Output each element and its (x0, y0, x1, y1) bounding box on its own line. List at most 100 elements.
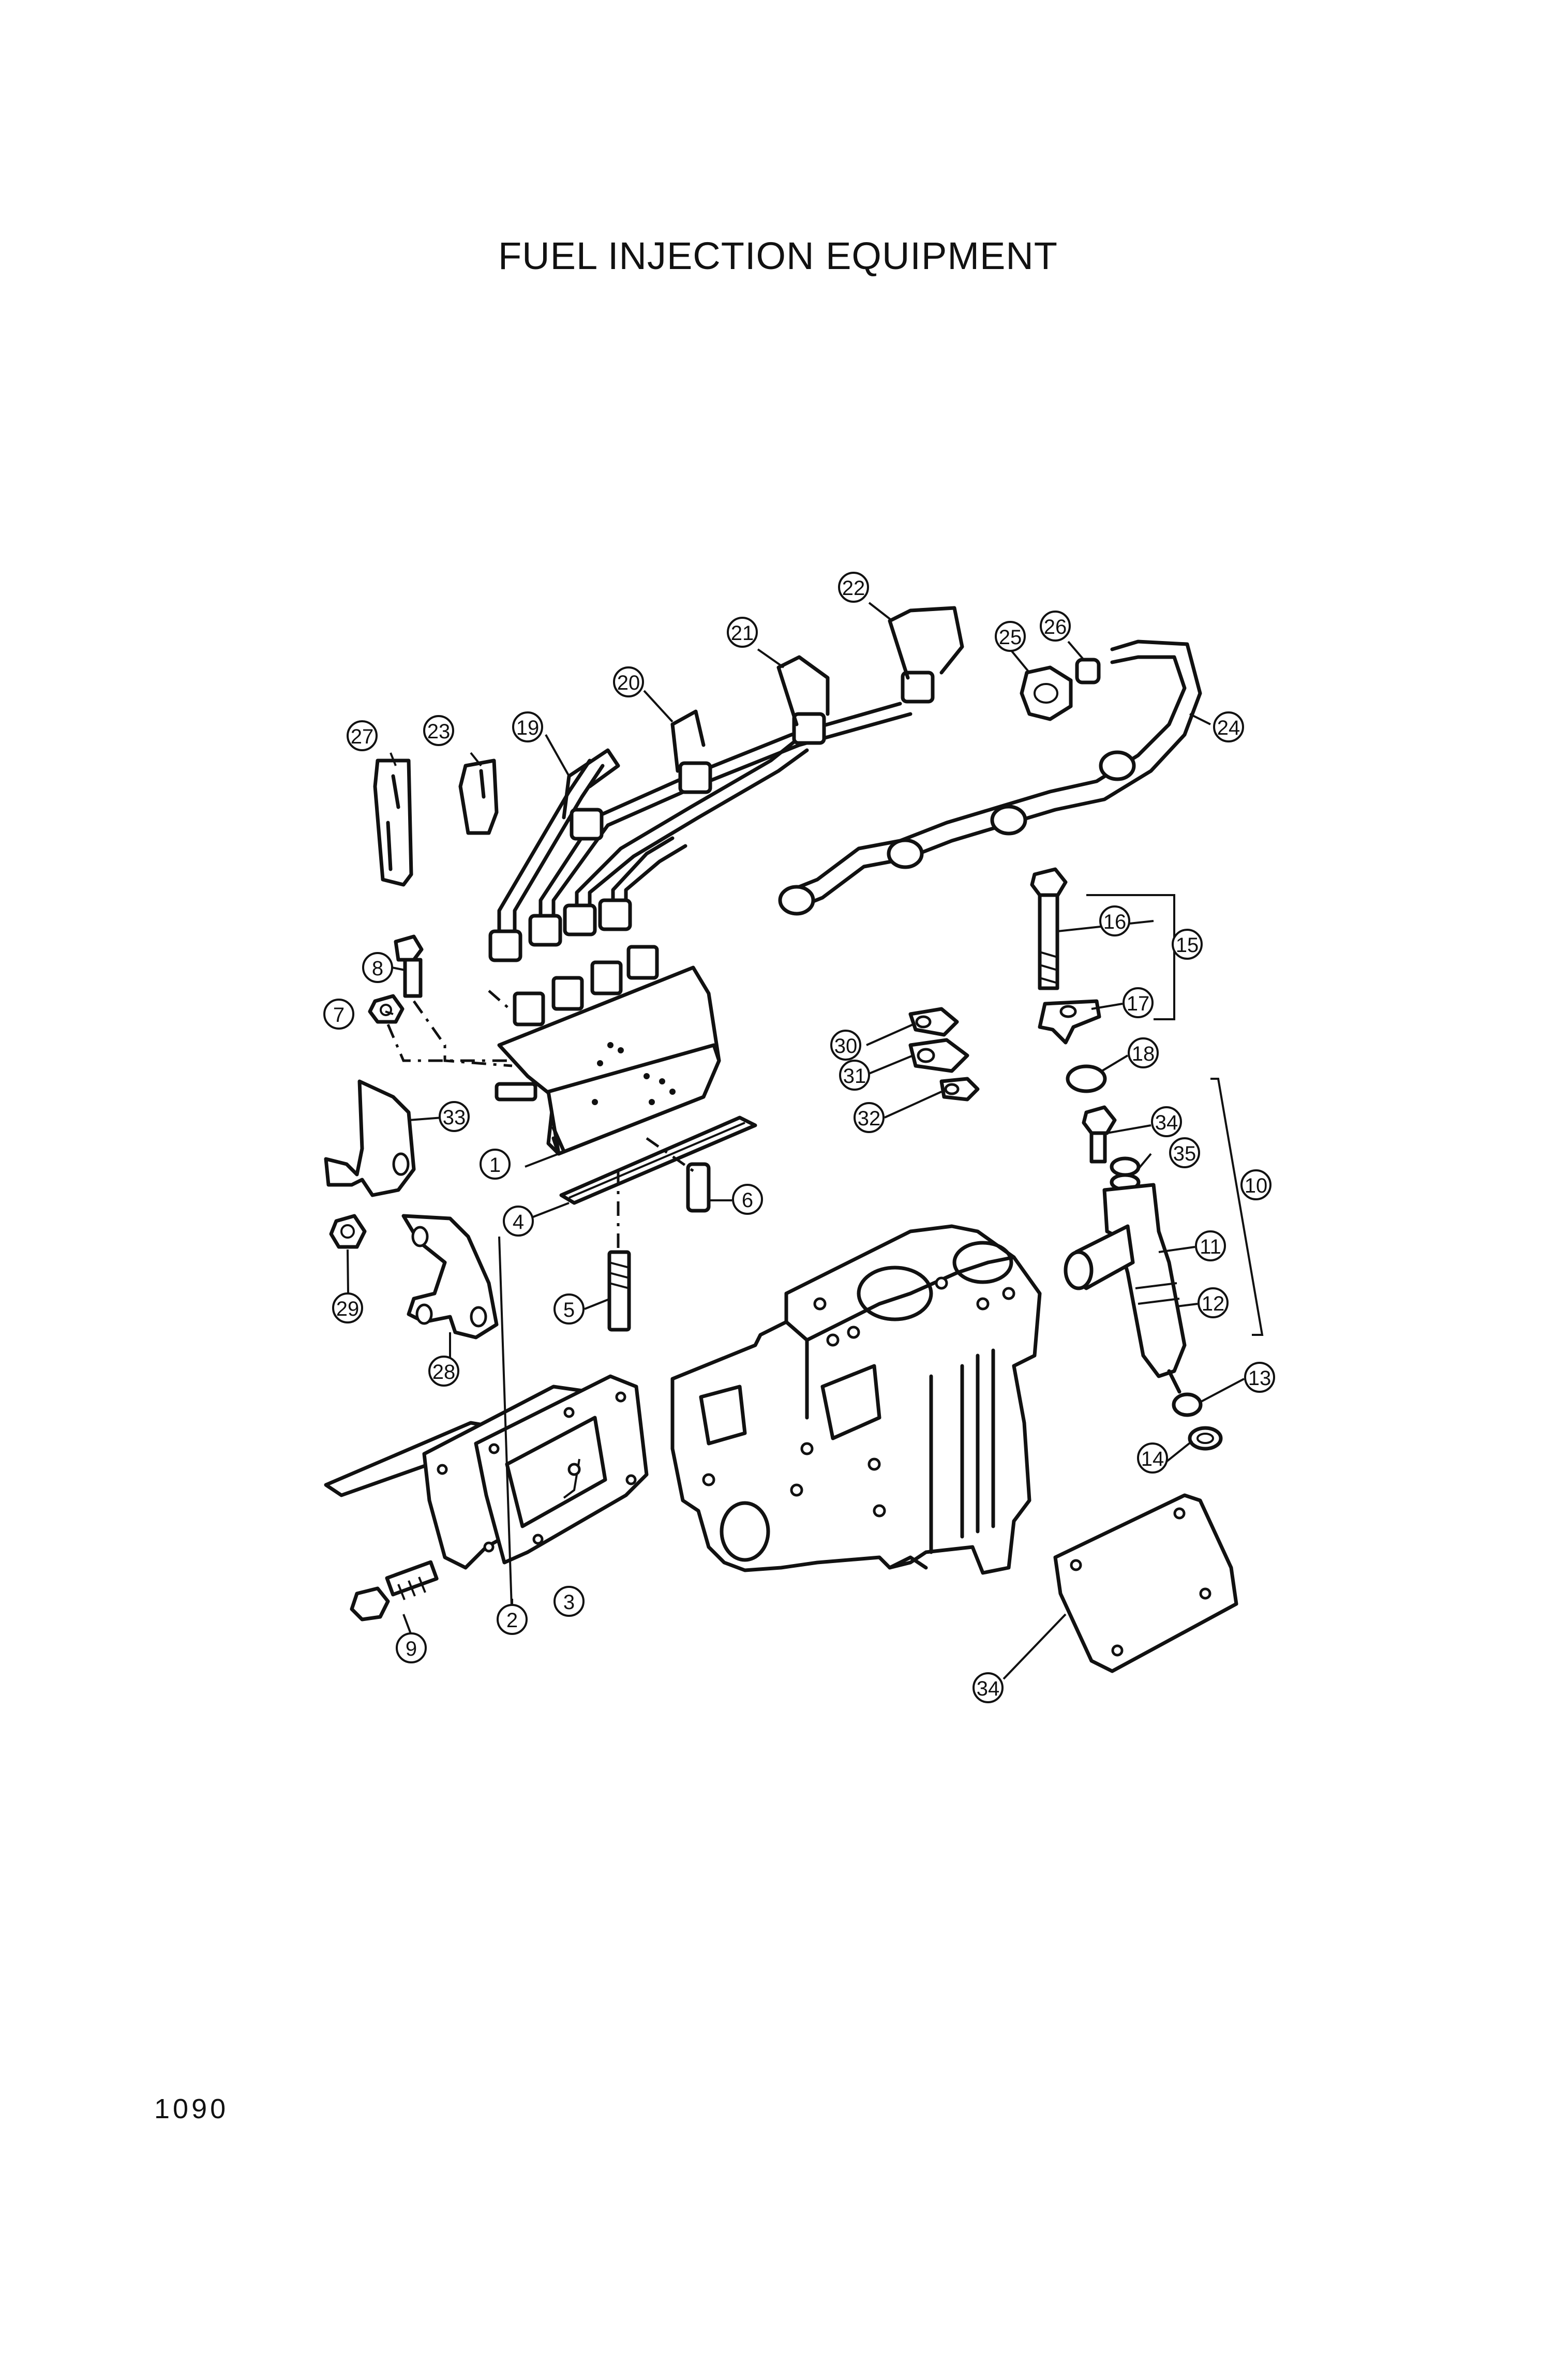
svg-text:17: 17 (1127, 992, 1150, 1015)
svg-text:2: 2 (506, 1609, 518, 1632)
callout-32: 32 (854, 1102, 885, 1133)
svg-text:30: 30 (834, 1035, 858, 1058)
leak-off-banjo (887, 838, 924, 869)
page-title: FUEL INJECTION EQUIPMENT (498, 234, 1058, 277)
svg-text:15: 15 (1176, 934, 1199, 957)
callout-27: 27 (347, 720, 378, 751)
pump-gasket (559, 1115, 757, 1205)
nut-29 (329, 1214, 367, 1249)
svg-text:21: 21 (731, 622, 754, 645)
callout-24: 24 (1213, 711, 1244, 742)
svg-text:18: 18 (1132, 1043, 1155, 1065)
washer-14 (1188, 1426, 1223, 1451)
nut-and-cap (1020, 658, 1101, 721)
svg-text:22: 22 (842, 577, 865, 600)
callout-13: 13 (1244, 1362, 1275, 1393)
sealing-ring-13 (1172, 1392, 1203, 1417)
svg-text:1: 1 (489, 1154, 501, 1177)
svg-text:35: 35 (1173, 1142, 1196, 1165)
pipe-nut (678, 761, 712, 794)
callout-6: 6 (732, 1184, 763, 1215)
leader-lines (347, 602, 1245, 1680)
stud (607, 1250, 631, 1332)
svg-text:12: 12 (1202, 1292, 1225, 1315)
cap-18 (1066, 1064, 1107, 1093)
callout-23: 23 (423, 715, 454, 746)
bracket-33 (324, 1079, 416, 1197)
svg-text:34: 34 (1155, 1111, 1178, 1134)
callout-3: 3 (553, 1586, 585, 1617)
svg-text:28: 28 (432, 1361, 456, 1384)
svg-text:8: 8 (372, 957, 383, 980)
pipe-nut (570, 808, 604, 841)
pipe-nut (528, 914, 562, 947)
callout-34-injector: 34 (1151, 1106, 1182, 1137)
brackets (373, 758, 499, 887)
callout-14: 14 (1137, 1442, 1168, 1474)
callout-26: 26 (1040, 611, 1071, 642)
callout-33: 33 (439, 1101, 470, 1132)
callout-1: 1 (480, 1149, 511, 1180)
svg-text:13: 13 (1248, 1367, 1271, 1390)
leak-off-banjo (990, 805, 1027, 836)
svg-text:25: 25 (999, 626, 1022, 649)
svg-text:20: 20 (617, 672, 640, 694)
svg-text:4: 4 (513, 1211, 524, 1233)
callout-17: 17 (1123, 987, 1154, 1018)
callout-10: 10 (1240, 1169, 1271, 1200)
callout-4: 4 (503, 1206, 534, 1237)
pipe-nut (563, 903, 597, 936)
banjo-washers (908, 1007, 980, 1102)
callout-20: 20 (613, 666, 644, 697)
svg-text:6: 6 (742, 1189, 753, 1212)
leak-off-banjo (778, 885, 815, 916)
svg-text:9: 9 (406, 1638, 417, 1660)
clamp-bolt (1030, 867, 1101, 1045)
callout-7: 7 (323, 999, 354, 1030)
svg-text:34: 34 (977, 1677, 1000, 1700)
callout-34-cover: 34 (972, 1672, 1004, 1703)
svg-text:3: 3 (563, 1591, 575, 1614)
svg-text:5: 5 (563, 1299, 575, 1321)
svg-text:33: 33 (443, 1106, 466, 1129)
svg-text:16: 16 (1103, 911, 1127, 933)
svg-text:31: 31 (843, 1065, 866, 1088)
svg-text:19: 19 (516, 717, 540, 739)
pipe-nut (792, 712, 826, 745)
callout-5: 5 (553, 1293, 585, 1325)
pipe-nut (598, 898, 632, 931)
svg-text:14: 14 (1141, 1448, 1164, 1470)
injection-pump (495, 945, 721, 1156)
svg-text:24: 24 (1217, 717, 1240, 739)
svg-text:27: 27 (351, 725, 374, 748)
svg-text:29: 29 (336, 1298, 360, 1320)
plates-and-bolt (324, 1374, 649, 1622)
callout-2: 2 (497, 1604, 528, 1635)
cylinder-block (670, 1224, 1042, 1575)
injection-pipes (488, 606, 1202, 962)
svg-text:7: 7 (333, 1004, 345, 1027)
bolt-and-nut-small (368, 934, 517, 1067)
svg-text:10: 10 (1245, 1174, 1268, 1197)
callout-29: 29 (332, 1292, 363, 1323)
callout-9: 9 (396, 1632, 427, 1663)
callout-12: 12 (1198, 1287, 1229, 1318)
callout-22: 22 (838, 572, 869, 603)
callout-25: 25 (995, 621, 1026, 652)
callout-19: 19 (512, 711, 543, 742)
dowel-pin (686, 1162, 711, 1213)
callout-35: 35 (1169, 1137, 1200, 1168)
callout-8: 8 (362, 952, 393, 983)
svg-text:26: 26 (1044, 616, 1067, 638)
bracket-28 (401, 1214, 499, 1340)
pipe-nut (901, 671, 935, 704)
injector-assembly (1064, 1105, 1187, 1394)
svg-text:32: 32 (858, 1107, 881, 1130)
callout-31: 31 (839, 1060, 870, 1091)
svg-text:23: 23 (427, 720, 451, 743)
callout-28: 28 (428, 1356, 459, 1387)
callout-11: 11 (1195, 1230, 1226, 1261)
callout-15: 15 (1172, 929, 1203, 960)
page-number: 1090 (154, 2093, 229, 2124)
